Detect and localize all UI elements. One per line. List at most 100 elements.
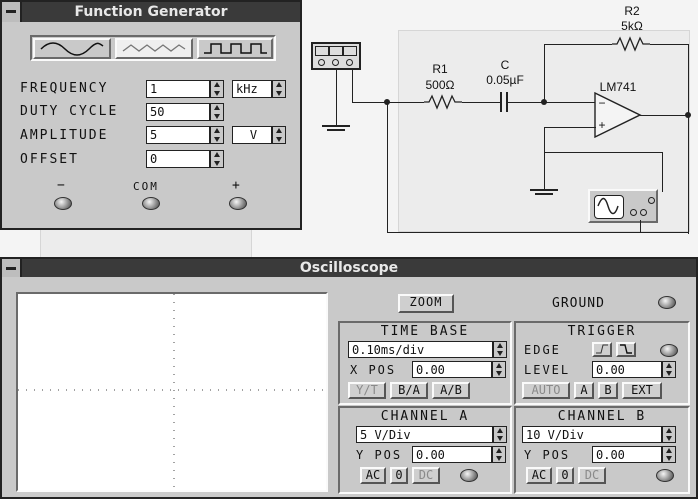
amplitude-label: AMPLITUDE <box>20 128 109 143</box>
trigger-b-button[interactable]: B <box>598 382 618 399</box>
channel-a-ypos-label: Y POS <box>356 448 403 462</box>
channel-a-title: CHANNEL A <box>380 409 470 424</box>
ab-mode-button[interactable]: A/B <box>432 382 470 399</box>
system-menu-button[interactable] <box>2 259 22 277</box>
ground-symbol <box>530 189 558 191</box>
function-generator-window: Function Generator FREQUENCY 1 kHz DUTY … <box>0 0 302 230</box>
channel-a-scale-input[interactable]: 5 V/Div <box>356 426 493 443</box>
triangle-wave-icon <box>122 44 186 52</box>
square-wave-icon <box>204 43 267 54</box>
rising-edge-button[interactable] <box>592 342 612 357</box>
frequency-spinner[interactable] <box>210 80 224 98</box>
falling-edge-icon <box>620 344 632 354</box>
channel-a-zero-button[interactable]: 0 <box>390 467 408 484</box>
duty-cycle-input[interactable]: 50 <box>146 103 210 121</box>
x-pos-spinner[interactable] <box>492 361 506 378</box>
falling-edge-button[interactable] <box>616 342 636 357</box>
sine-wave-button[interactable] <box>33 38 111 59</box>
plus-terminal[interactable] <box>229 197 247 210</box>
r1-value: 500Ω <box>425 78 455 92</box>
opamp-name: LM741 <box>599 80 637 94</box>
channel-b-scale-spinner[interactable] <box>662 426 676 443</box>
frequency-unit-select[interactable]: kHz <box>232 80 272 98</box>
scope-display <box>16 292 328 492</box>
channel-b-ypos-label: Y POS <box>524 448 571 462</box>
scope-graticule <box>18 294 326 490</box>
channel-b-title: CHANNEL B <box>557 409 647 424</box>
channel-b-dc-button[interactable]: DC <box>578 467 606 484</box>
amplitude-unit-select[interactable]: V <box>232 126 272 144</box>
rising-edge-icon <box>596 344 608 354</box>
channel-a-terminal[interactable] <box>460 469 478 482</box>
channel-a-ypos-spinner[interactable] <box>492 446 506 463</box>
r2-name: R2 <box>624 4 640 18</box>
minus-terminal[interactable] <box>54 197 72 210</box>
sine-wave-icon <box>40 42 104 56</box>
square-wave-button[interactable] <box>197 38 273 59</box>
triangle-wave-button[interactable] <box>115 38 193 59</box>
opamp-plus-label: + <box>598 118 606 132</box>
channel-b-terminal[interactable] <box>656 469 674 482</box>
opamp-lm741[interactable] <box>594 92 642 138</box>
c-name: C <box>500 58 510 72</box>
duty-cycle-label: DUTY CYCLE <box>20 104 119 119</box>
ground-label: GROUND <box>552 296 605 311</box>
r2-value: 5kΩ <box>621 19 643 33</box>
plus-terminal-label: + <box>232 178 242 193</box>
com-terminal[interactable] <box>142 197 160 210</box>
amplitude-input[interactable]: 5 <box>146 126 210 144</box>
x-pos-input[interactable]: 0.00 <box>412 361 492 378</box>
channel-b-zero-button[interactable]: 0 <box>556 467 574 484</box>
c-value: 0.05µF <box>486 73 524 87</box>
window-title: Oscilloscope <box>2 259 696 277</box>
resistor-r2[interactable] <box>612 36 650 52</box>
frequency-unit-spinner[interactable] <box>272 80 286 98</box>
time-base-title: TIME BASE <box>380 324 470 339</box>
offset-label: OFFSET <box>20 152 79 167</box>
x-pos-label: X POS <box>350 363 397 377</box>
level-label: LEVEL <box>524 363 571 377</box>
channel-b-ypos-input[interactable]: 0.00 <box>592 446 662 463</box>
amplitude-spinner[interactable] <box>210 126 224 144</box>
oscilloscope-window: Oscilloscope ZOOM GROUND TIME BASE 0.10m… <box>0 257 698 499</box>
system-menu-button[interactable] <box>2 2 22 22</box>
time-base-spinner[interactable] <box>493 341 507 358</box>
trigger-panel: TRIGGER EDGE LEVEL 0.00 AUTO A B EXT <box>514 321 690 405</box>
channel-a-ac-button[interactable]: AC <box>360 467 386 484</box>
channel-b-scale-input[interactable]: 10 V/Div <box>522 426 662 443</box>
channel-b-panel: CHANNEL B 10 V/Div Y POS 0.00 AC 0 DC <box>514 406 690 494</box>
edge-label: EDGE <box>524 343 561 357</box>
trigger-ext-button[interactable]: EXT <box>622 382 662 399</box>
time-base-input[interactable]: 0.10ms/div <box>348 341 493 358</box>
frequency-input[interactable]: 1 <box>146 80 210 98</box>
com-terminal-label: COM <box>133 180 159 193</box>
ground-terminal[interactable] <box>658 296 676 309</box>
trigger-level-input[interactable]: 0.00 <box>592 361 662 378</box>
trigger-terminal[interactable] <box>660 344 678 357</box>
trigger-a-button[interactable]: A <box>574 382 594 399</box>
channel-a-ypos-input[interactable]: 0.00 <box>412 446 492 463</box>
resistor-r1[interactable] <box>424 94 462 110</box>
function-generator-symbol[interactable] <box>311 42 361 70</box>
yt-mode-button[interactable]: Y/T <box>348 382 386 399</box>
window-title: Function Generator <box>2 2 300 22</box>
channel-a-scale-spinner[interactable] <box>493 426 507 443</box>
time-base-panel: TIME BASE 0.10ms/div X POS 0.00 Y/T B/A … <box>338 321 512 405</box>
offset-input[interactable]: 0 <box>146 150 210 168</box>
offset-spinner[interactable] <box>210 150 224 168</box>
channel-b-ypos-spinner[interactable] <box>662 446 676 463</box>
zoom-button[interactable]: ZOOM <box>398 294 454 313</box>
channel-b-ac-button[interactable]: AC <box>526 467 552 484</box>
channel-a-dc-button[interactable]: DC <box>412 467 440 484</box>
opamp-minus-label: − <box>598 96 606 110</box>
trigger-level-spinner[interactable] <box>662 361 676 378</box>
channel-a-panel: CHANNEL A 5 V/Div Y POS 0.00 AC 0 DC <box>338 406 512 494</box>
minus-terminal-label: − <box>57 178 67 193</box>
capacitor-c[interactable] <box>500 92 502 112</box>
duty-cycle-spinner[interactable] <box>210 103 224 121</box>
ground-symbol <box>322 125 350 127</box>
trigger-auto-button[interactable]: AUTO <box>522 382 570 399</box>
ba-mode-button[interactable]: B/A <box>390 382 428 399</box>
oscilloscope-symbol[interactable] <box>588 189 658 223</box>
amplitude-unit-spinner[interactable] <box>272 126 286 144</box>
